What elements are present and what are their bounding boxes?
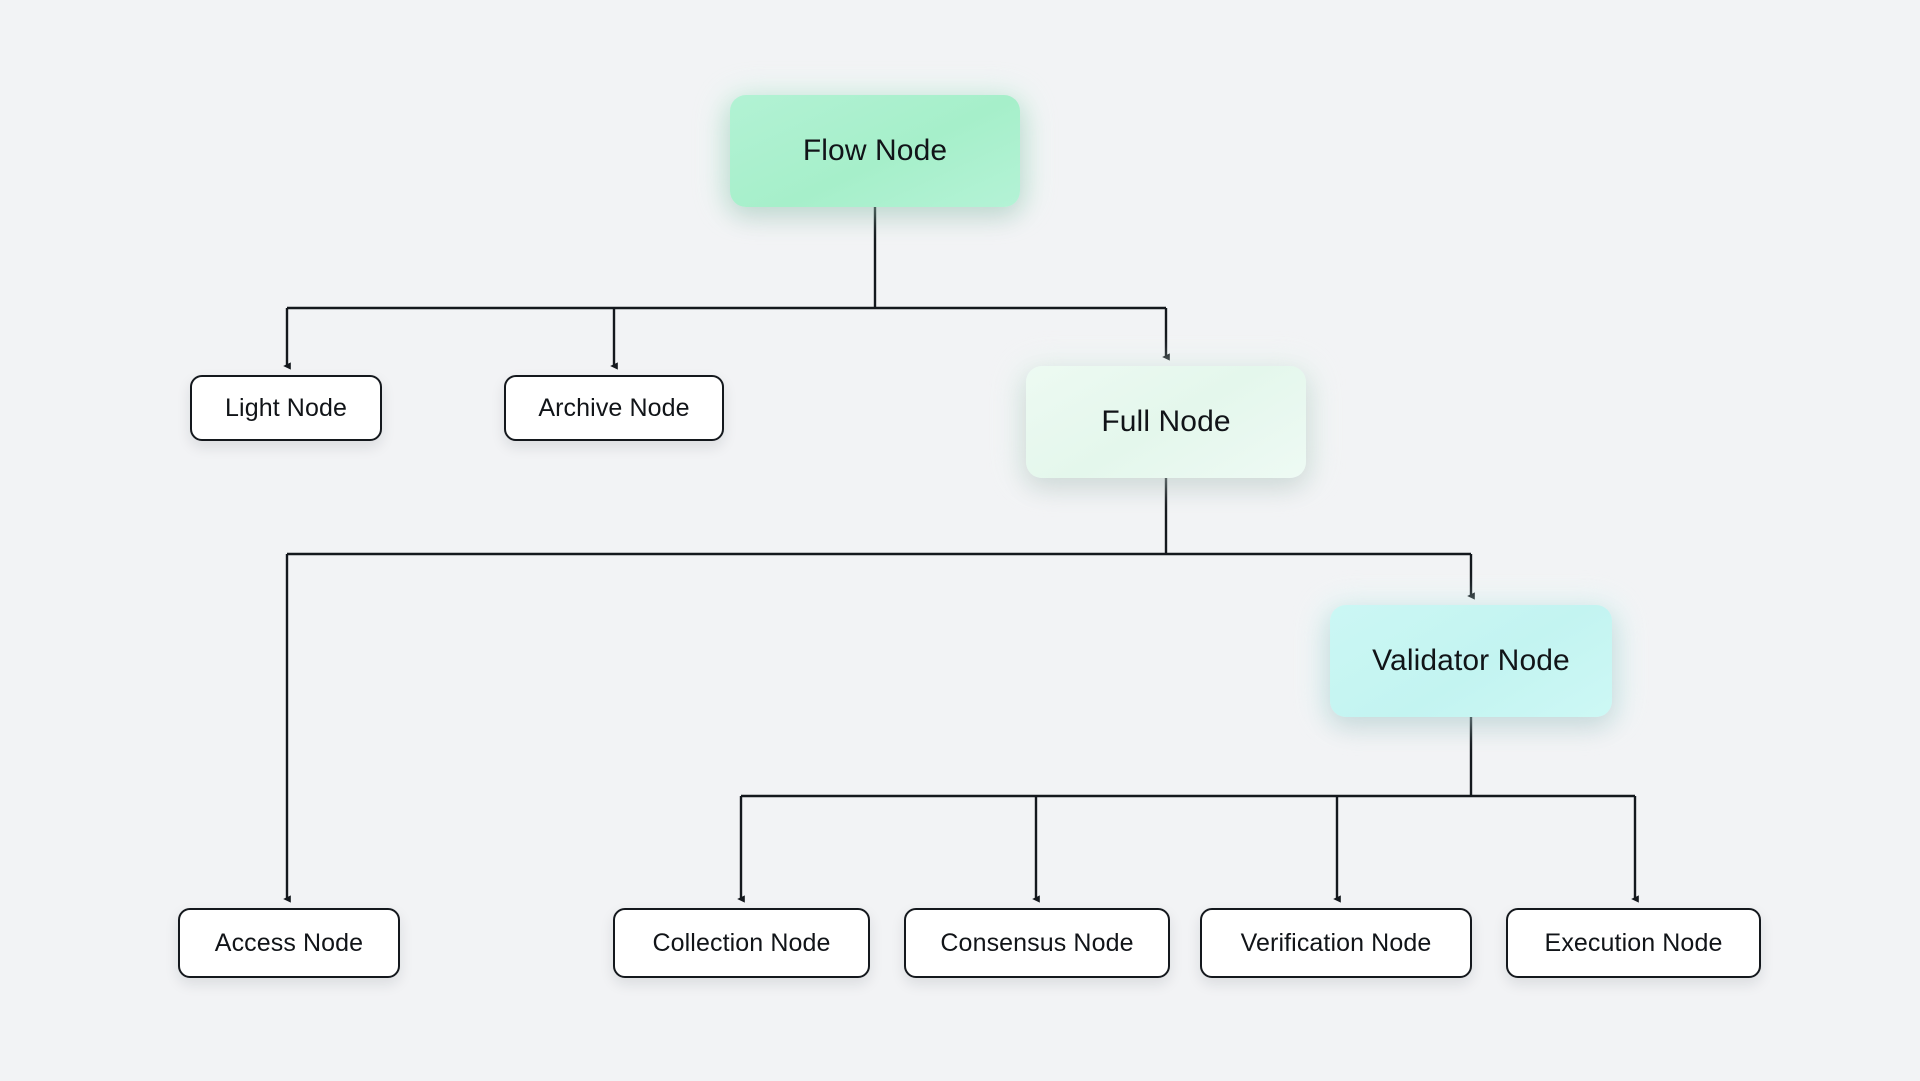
node-verification[interactable]: Verification Node	[1200, 908, 1472, 978]
node-light-label: Light Node	[225, 393, 347, 422]
node-light[interactable]: Light Node	[190, 375, 382, 441]
node-validator[interactable]: Validator Node	[1330, 605, 1612, 717]
node-validator-label: Validator Node	[1372, 644, 1570, 677]
node-full[interactable]: Full Node	[1026, 366, 1306, 478]
node-archive-label: Archive Node	[538, 393, 690, 422]
node-consensus-label: Consensus Node	[940, 928, 1134, 957]
node-flow[interactable]: Flow Node	[730, 95, 1020, 207]
edge-full-to-children	[283, 478, 1475, 903]
node-access[interactable]: Access Node	[178, 908, 400, 978]
node-execution-label: Execution Node	[1544, 928, 1723, 957]
edge-validator-to-children	[737, 717, 1639, 903]
node-full-label: Full Node	[1101, 405, 1231, 438]
edge-flow-to-children	[283, 207, 1170, 370]
node-verification-label: Verification Node	[1240, 928, 1432, 957]
node-consensus[interactable]: Consensus Node	[904, 908, 1170, 978]
node-execution[interactable]: Execution Node	[1506, 908, 1761, 978]
node-archive[interactable]: Archive Node	[504, 375, 724, 441]
node-collection-label: Collection Node	[652, 928, 831, 957]
node-collection[interactable]: Collection Node	[613, 908, 870, 978]
node-flow-label: Flow Node	[802, 134, 948, 167]
node-access-label: Access Node	[214, 928, 364, 957]
